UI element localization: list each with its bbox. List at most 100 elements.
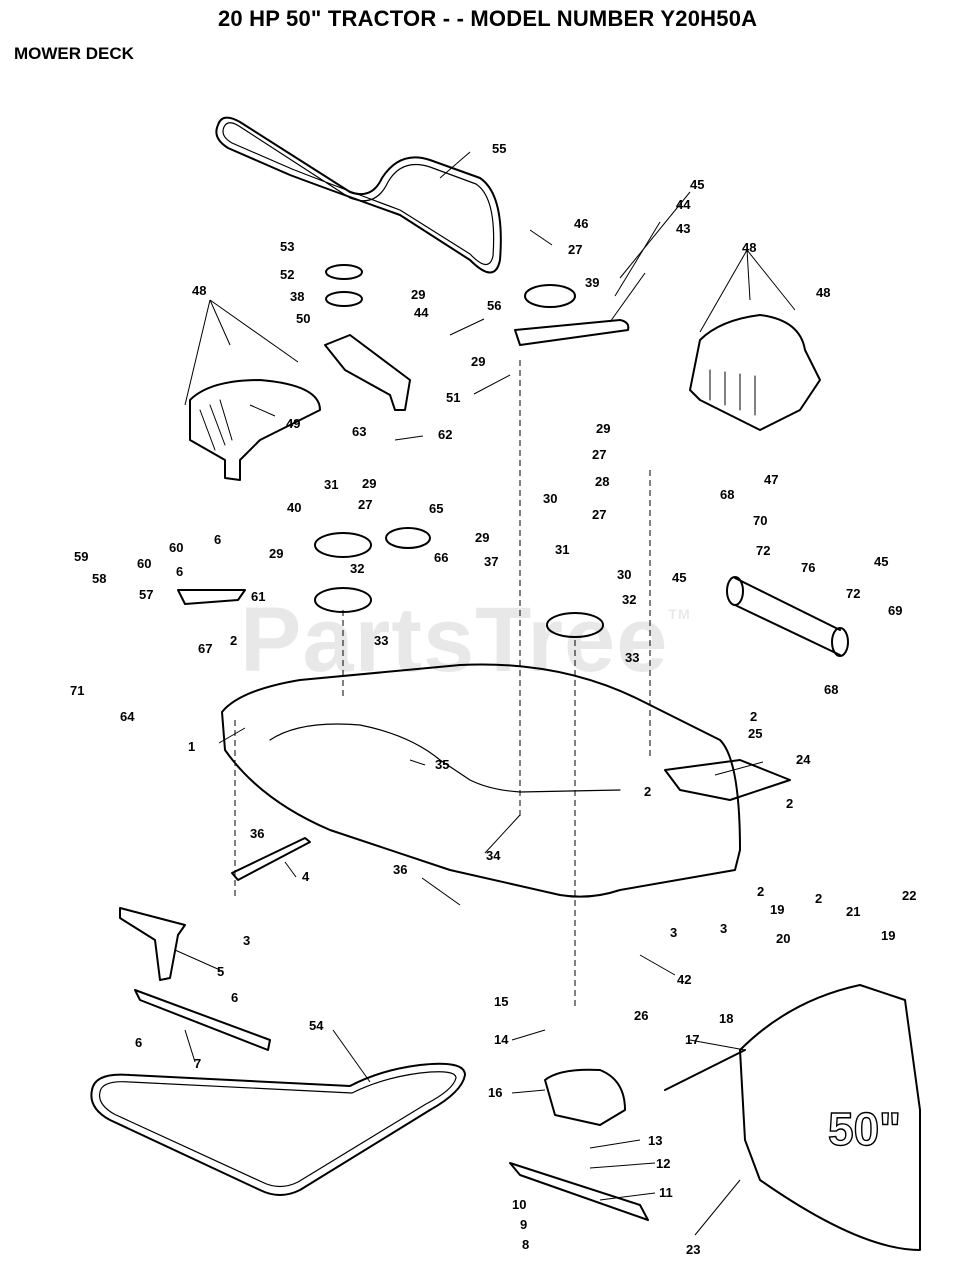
callout-6: 6 xyxy=(135,1035,142,1050)
link-7 xyxy=(134,989,271,1051)
callout-11: 11 xyxy=(659,1185,673,1200)
blade-11 xyxy=(509,1162,649,1221)
callout-44: 44 xyxy=(414,305,429,320)
callout-28: 28 xyxy=(595,474,609,489)
callout-2: 2 xyxy=(230,633,237,648)
callout-49: 49 xyxy=(286,416,300,431)
roller-76 xyxy=(734,577,841,656)
callout-29: 29 xyxy=(596,421,610,436)
callout-27: 27 xyxy=(358,497,372,512)
callout-29: 29 xyxy=(475,530,489,545)
callout-63: 63 xyxy=(352,424,366,439)
callout-76: 76 xyxy=(801,560,815,575)
callout-34: 34 xyxy=(486,848,501,863)
callout-29: 29 xyxy=(471,354,485,369)
callout-47: 47 xyxy=(764,472,778,487)
callout-51: 51 xyxy=(446,390,460,405)
callout-54: 54 xyxy=(309,1018,324,1033)
callout-31: 31 xyxy=(324,477,338,492)
callout-69: 69 xyxy=(888,603,902,618)
callout-68: 68 xyxy=(824,682,838,697)
rod-17 xyxy=(664,1049,746,1091)
callout-2: 2 xyxy=(757,884,764,899)
callout-21: 21 xyxy=(846,904,860,919)
bracket-50 xyxy=(324,334,411,411)
callout-45: 45 xyxy=(874,554,888,569)
callout-26: 26 xyxy=(634,1008,648,1023)
callout-9: 9 xyxy=(520,1217,527,1232)
callout-4: 4 xyxy=(302,869,310,884)
callout-19: 19 xyxy=(770,902,784,917)
guide-bar-57 xyxy=(177,589,246,605)
callout-2: 2 xyxy=(750,709,757,724)
callout-72: 72 xyxy=(756,543,770,558)
callout-33: 33 xyxy=(374,633,388,648)
callout-7: 7 xyxy=(194,1056,201,1071)
callout-13: 13 xyxy=(648,1133,662,1148)
callout-5: 5 xyxy=(217,964,224,979)
callout-3: 3 xyxy=(720,921,727,936)
pulley-39 xyxy=(524,284,576,308)
pulley-32-right xyxy=(546,612,604,638)
spindle-housing-16 xyxy=(544,1068,626,1126)
pulley-65 xyxy=(385,527,431,549)
page-title: 20 HP 50" TRACTOR - - MODEL NUMBER Y20H5… xyxy=(218,6,758,31)
callout-48: 48 xyxy=(192,283,206,298)
callout-16: 16 xyxy=(488,1085,502,1100)
callout-48: 48 xyxy=(742,240,756,255)
callout-59: 59 xyxy=(74,549,88,564)
callout-48: 48 xyxy=(816,285,830,300)
callout-23: 23 xyxy=(686,1242,700,1257)
callout-19: 19 xyxy=(881,928,895,943)
callout-60: 60 xyxy=(169,540,183,555)
bracket-5 xyxy=(119,907,186,981)
callout-38: 38 xyxy=(290,289,304,304)
callout-3: 3 xyxy=(243,933,250,948)
callout-6: 6 xyxy=(214,532,221,547)
callout-18: 18 xyxy=(719,1011,733,1026)
callout-33: 33 xyxy=(625,650,639,665)
callout-36: 36 xyxy=(393,862,407,877)
callout-40: 40 xyxy=(287,500,301,515)
callout-2: 2 xyxy=(644,784,651,799)
callout-29: 29 xyxy=(269,546,283,561)
callout-29: 29 xyxy=(411,287,425,302)
callout-64: 64 xyxy=(120,709,135,724)
callout-6: 6 xyxy=(176,564,183,579)
pulley-40 xyxy=(314,532,372,558)
callout-61: 61 xyxy=(251,589,265,604)
callout-43: 43 xyxy=(676,221,690,236)
callout-32: 32 xyxy=(622,592,636,607)
pulley-53 xyxy=(325,264,363,280)
callout-72: 72 xyxy=(846,586,860,601)
callout-46: 46 xyxy=(574,216,588,231)
callout-37: 37 xyxy=(484,554,498,569)
mower-deck xyxy=(221,663,741,898)
callout-8: 8 xyxy=(522,1237,529,1252)
callout-57: 57 xyxy=(139,587,153,602)
section-title: MOWER DECK xyxy=(14,44,134,63)
watermark: PartsTreeTM xyxy=(240,589,691,691)
callout-27: 27 xyxy=(592,507,606,522)
callout-6: 6 xyxy=(231,990,238,1005)
callout-56: 56 xyxy=(487,298,501,313)
callout-27: 27 xyxy=(592,447,606,462)
callout-10: 10 xyxy=(512,1197,526,1212)
callout-45: 45 xyxy=(672,570,686,585)
callout-67: 67 xyxy=(198,641,212,656)
callout-71: 71 xyxy=(70,683,84,698)
callout-29: 29 xyxy=(362,476,376,491)
callout-44: 44 xyxy=(676,197,691,212)
belt-54 xyxy=(90,1062,466,1196)
callout-24: 24 xyxy=(796,752,811,767)
callout-36: 36 xyxy=(250,826,264,841)
part-callouts: 55 45 46 27 44 43 39 53 52 38 29 44 56 4… xyxy=(70,141,916,1257)
callout-25: 25 xyxy=(748,726,762,741)
callout-65: 65 xyxy=(429,501,443,516)
callout-32: 32 xyxy=(350,561,364,576)
callout-60: 60 xyxy=(137,556,151,571)
deck-size-badge: 50" xyxy=(828,1103,901,1155)
idler-arm-43 xyxy=(514,319,630,346)
callout-15: 15 xyxy=(494,994,508,1009)
